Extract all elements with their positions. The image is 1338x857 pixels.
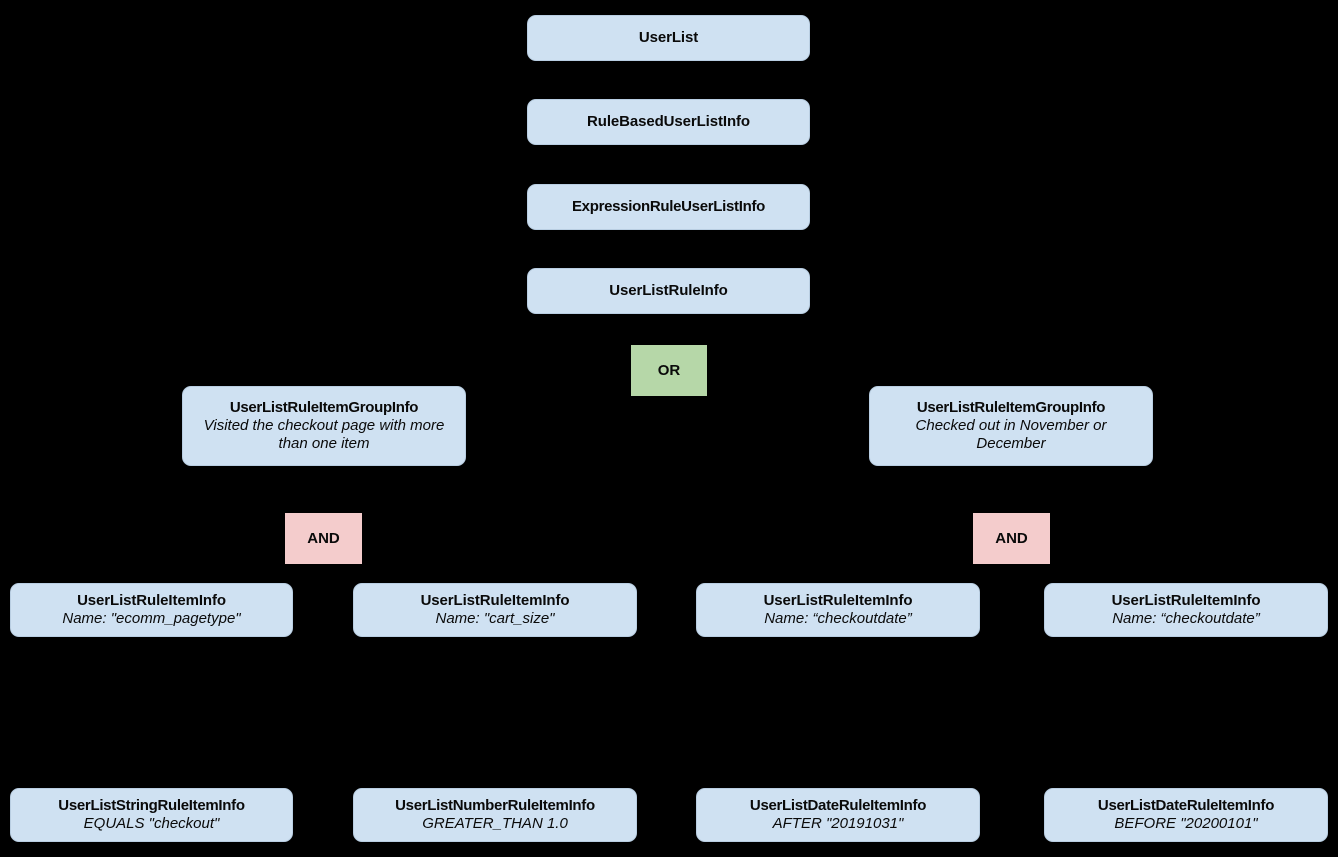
node-subtitle: Visited the checkout page with more than… [203,417,445,452]
node-title: UserListRuleItemGroupInfo [229,399,419,417]
node-leaf-date-rule-before[interactable]: UserListDateRuleItemInfo BEFORE "2020010… [1044,788,1328,842]
node-leaf-string-rule[interactable]: UserListStringRuleItemInfo EQUALS "check… [10,788,293,842]
node-subtitle: Name: "ecomm_pagetype" [62,610,241,627]
node-item-checkoutdate-before[interactable]: UserListRuleItemInfo Name: “checkoutdate… [1044,583,1328,637]
node-item-checkoutdate-after[interactable]: UserListRuleItemInfo Name: “checkoutdate… [696,583,980,637]
node-group-left[interactable]: UserListRuleItemGroupInfo Visited the ch… [182,386,466,466]
node-title: UserListRuleItemInfo [1111,592,1261,610]
node-rule-based-user-list-info[interactable]: RuleBasedUserListInfo [527,99,810,145]
operator-and-right[interactable]: AND [973,513,1050,564]
node-item-pagetype[interactable]: UserListRuleItemInfo Name: "ecomm_pagety… [10,583,293,637]
node-subtitle: Name: "cart_size" [435,610,555,627]
node-title: UserListDateRuleItemInfo [749,797,927,815]
node-expression-rule-user-list-info[interactable]: ExpressionRuleUserListInfo [527,184,810,230]
node-title: UserListRuleItemInfo [420,592,570,610]
operator-label: AND [307,529,340,547]
node-title: UserListRuleItemInfo [77,592,226,610]
node-title: RuleBasedUserListInfo [587,113,750,131]
node-user-list-rule-info[interactable]: UserListRuleInfo [527,268,810,314]
node-subtitle: Name: “checkoutdate” [764,610,912,627]
node-leaf-date-rule-after[interactable]: UserListDateRuleItemInfo AFTER "20191031… [696,788,980,842]
node-title: UserListStringRuleItemInfo [58,797,245,815]
operator-label: OR [657,361,681,379]
node-leaf-number-rule[interactable]: UserListNumberRuleItemInfo GREATER_THAN … [353,788,637,842]
node-title: ExpressionRuleUserListInfo [571,198,766,216]
node-title: UserListDateRuleItemInfo [1097,797,1275,815]
node-subtitle: EQUALS "checkout" [83,815,220,832]
operator-or[interactable]: OR [631,345,707,396]
node-group-right[interactable]: UserListRuleItemGroupInfo Checked out in… [869,386,1153,466]
node-item-cart-size[interactable]: UserListRuleItemInfo Name: "cart_size" [353,583,637,637]
node-title: UserListNumberRuleItemInfo [395,797,595,815]
node-title: UserListRuleItemGroupInfo [916,399,1106,417]
node-title: UserList [638,29,699,47]
node-subtitle: Name: “checkoutdate” [1112,610,1260,627]
node-subtitle: GREATER_THAN 1.0 [422,815,568,832]
node-subtitle: AFTER "20191031" [772,815,904,832]
node-subtitle: Checked out in November or December [915,417,1107,452]
node-subtitle: BEFORE "20200101" [1114,815,1258,832]
operator-and-left[interactable]: AND [285,513,362,564]
operator-label: AND [995,529,1028,547]
node-user-list[interactable]: UserList [527,15,810,61]
node-title: UserListRuleInfo [609,282,728,300]
node-title: UserListRuleItemInfo [763,592,913,610]
